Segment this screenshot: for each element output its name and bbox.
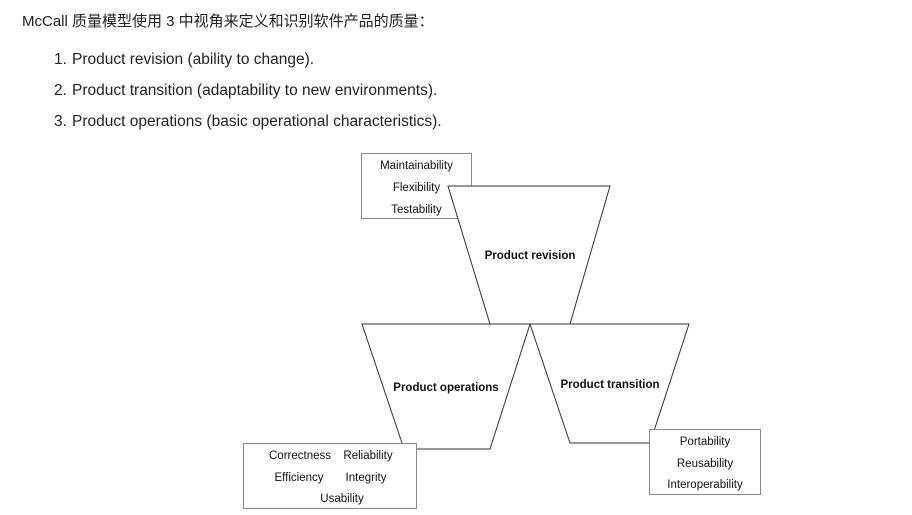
product-transition-title: Product transition	[560, 379, 659, 391]
factor-interoperability: Interoperability	[667, 479, 743, 491]
list-item: 2. Product transition (adaptability to ne…	[54, 81, 442, 112]
factor-testability: Testability	[391, 204, 442, 216]
list-item-text: Product transition (adaptability to new …	[72, 82, 438, 99]
factor-portability: Portability	[680, 436, 731, 448]
list-item: 3. Product operations (basic operational …	[54, 112, 442, 143]
factor-reusability: Reusability	[677, 458, 733, 470]
factor-efficiency: Efficiency	[274, 472, 323, 484]
factor-correctness: Correctness	[269, 450, 331, 462]
intro-text: McCall 质量模型使用 3 中视角来定义和识别软件产品的质量：	[22, 13, 434, 30]
product-operations-title: Product operations	[393, 382, 498, 394]
factor-flexibility: Flexibility	[393, 182, 441, 194]
transition-factors-box	[649, 429, 761, 495]
list-item: 1. Product revision (ability to change).	[54, 50, 442, 81]
product-revision-title: Product revision	[485, 250, 576, 262]
list-item-text: Product operations (basic operational ch…	[72, 113, 442, 130]
operations-factors-box	[243, 443, 417, 509]
list-number: 2.	[54, 82, 67, 99]
list-number: 3.	[54, 113, 67, 130]
perspective-list: 1.Product revision (ability to change). …	[54, 50, 442, 143]
factor-integrity: Integrity	[346, 472, 387, 484]
factor-usability: Usability	[320, 493, 364, 505]
product-operations-shape	[361, 323, 531, 450]
factor-reliability: Reliability	[343, 450, 392, 462]
factor-maintainability: Maintainability	[380, 160, 453, 172]
list-number: 1.	[54, 51, 67, 68]
list-item-text: Product revision (ability to change).	[72, 51, 315, 68]
